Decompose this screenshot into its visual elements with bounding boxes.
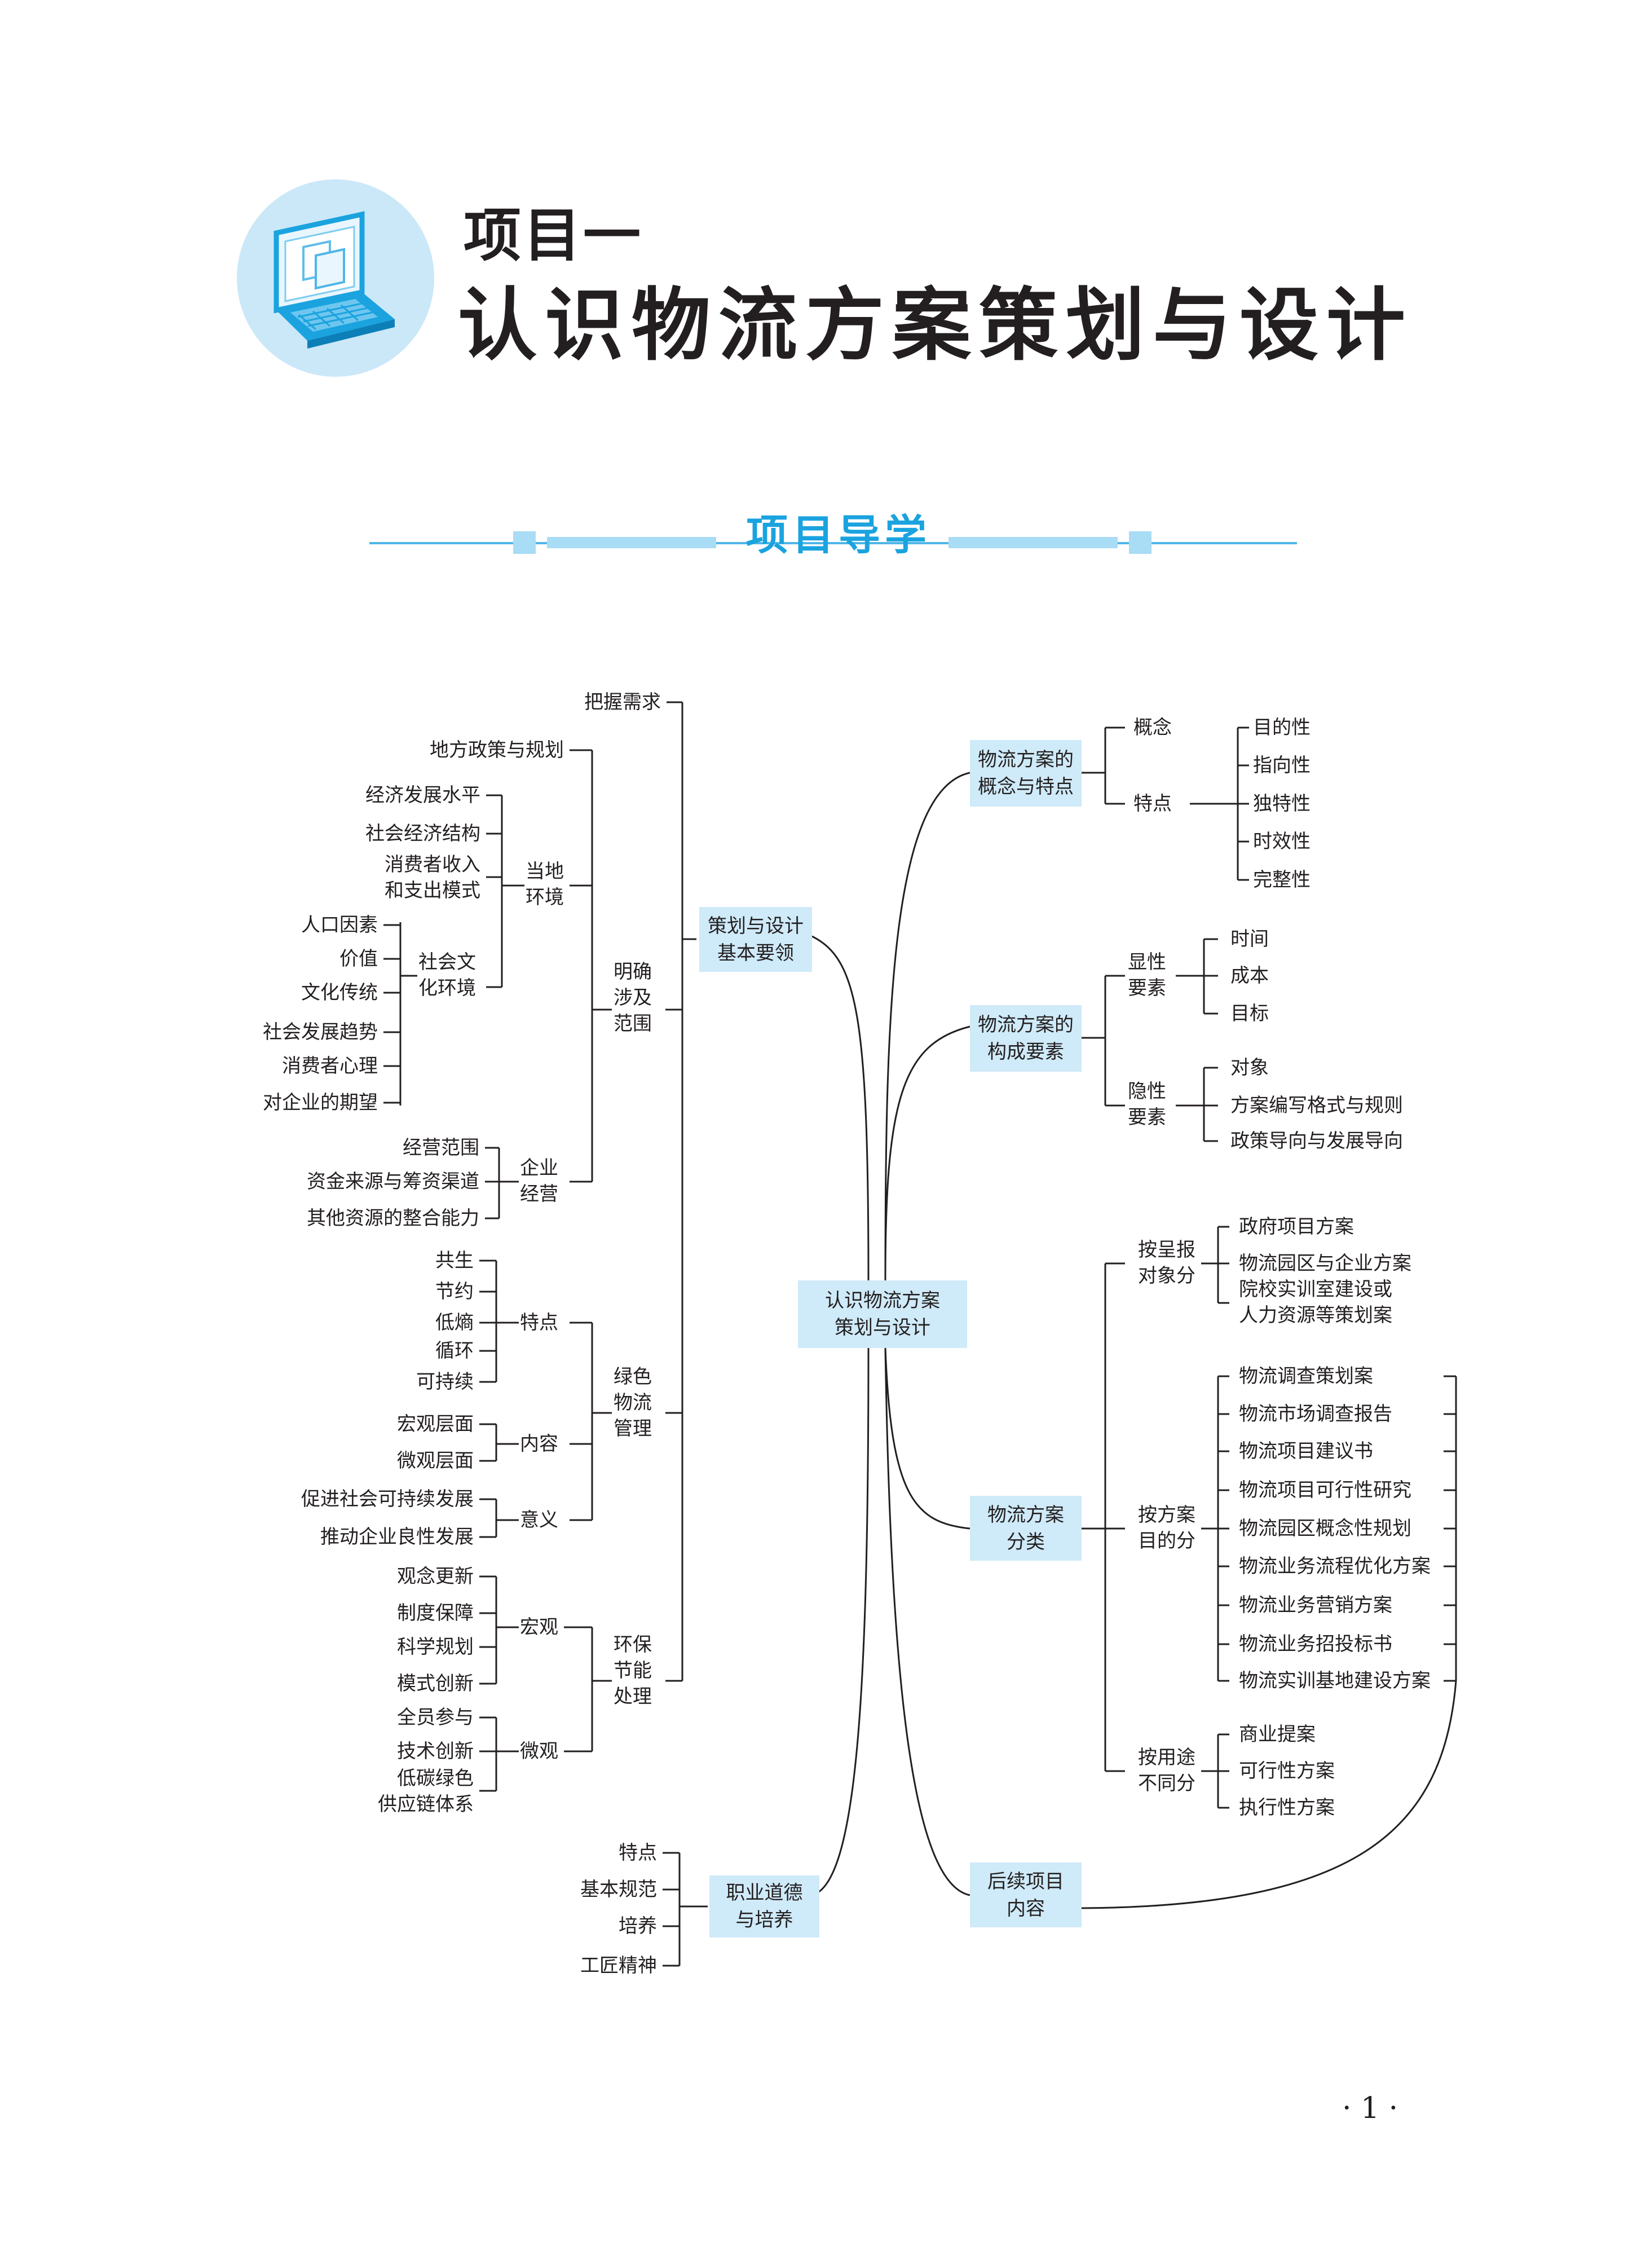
mindmap-node-r1-fenlei: 物流方案分类 xyxy=(970,1496,1082,1561)
mindmap-node-shichang: 物流市场调查报告 xyxy=(1239,1403,1392,1425)
mindmap-node-root: 认识物流方案策划与设计 xyxy=(798,1280,967,1348)
mindmap-node-neirong: 内容 xyxy=(520,1433,558,1455)
mindmap-node-zijin: 资金来源与筹资渠道 xyxy=(307,1170,479,1193)
mindmap-node-shehui-jingji: 社会经济结构 xyxy=(365,822,480,845)
mindmap-node-yingxiao: 物流业务营销方案 xyxy=(1239,1594,1392,1617)
mindmap-node-jiazhi: 价值 xyxy=(339,948,378,970)
mindmap-node-kechixu: 可持续 xyxy=(416,1371,474,1393)
section-heading-rule xyxy=(369,531,1297,554)
mindmap-node-yiyi: 意义 xyxy=(520,1509,558,1531)
mindmap-node-zhidu: 制度保障 xyxy=(397,1602,474,1624)
mindmap-node-lvse: 绿色物流管理 xyxy=(614,1366,652,1440)
mindmap-node-l1-celue: 策划与设计基本要领 xyxy=(699,907,812,972)
mindmap-node-renkou: 人口因素 xyxy=(301,914,378,936)
mindmap-node-dishang: 低熵 xyxy=(435,1311,474,1334)
page-number: · 1 · xyxy=(1342,2091,1398,2125)
mindmap-node-yuanqu-qiye: 物流园区与企业方案 xyxy=(1239,1252,1411,1275)
mindmap-node-dute: 独特性 xyxy=(1253,792,1311,815)
mindmap-node-dangdi: 当地环境 xyxy=(526,860,564,909)
mindmap-node-shixiao: 时效性 xyxy=(1253,830,1311,853)
mindmap-node-qiye: 企业经营 xyxy=(520,1157,558,1205)
mindmap-node-zhengfu: 政府项目方案 xyxy=(1239,1216,1354,1238)
mindmap-node-shehui-qushi: 社会发展趋势 xyxy=(263,1021,378,1043)
project-number: 项目一 xyxy=(464,202,643,270)
mindmap-node-l1-zhiye: 职业道德与培养 xyxy=(709,1875,819,1937)
mindmap-node-gongsheng: 共生 xyxy=(435,1249,474,1272)
mindmap-node-zhaotou: 物流业务招投标书 xyxy=(1239,1633,1392,1655)
mindmap-node-yuanxiao: 院校实训室建设或人力资源等策划案 xyxy=(1239,1278,1392,1327)
mindmap-node-zy-peiyang: 培养 xyxy=(619,1915,657,1937)
mindmap-node-an-mudi: 按方案目的分 xyxy=(1138,1504,1195,1552)
mindmap-node-xunhuan: 循环 xyxy=(435,1340,474,1362)
mindmap-node-xianxing: 显性要素 xyxy=(1128,951,1166,999)
mindmap-node-mingque: 明确涉及范围 xyxy=(614,961,652,1035)
mindmap-node-diaocha-ch: 物流调查策划案 xyxy=(1239,1365,1373,1388)
mindmap-node-shangye: 商业提案 xyxy=(1239,1723,1316,1746)
mindmap-node-duixiang: 对象 xyxy=(1230,1056,1269,1079)
mindmap-node-qita-ziyuan: 其他资源的整合能力 xyxy=(307,1207,479,1230)
mindmap-node-cujin: 促进社会可持续发展 xyxy=(301,1488,474,1510)
mindmap-node-jianyi: 物流项目建议书 xyxy=(1239,1440,1373,1463)
mindmap-node-shixun: 物流实训基地建设方案 xyxy=(1239,1670,1431,1692)
mindmap-node-quanyuan: 全员参与 xyxy=(397,1706,474,1729)
mindmap-node-jingying-fanwei: 经营范围 xyxy=(403,1137,479,1159)
mindmap-node-xiaofei-xinli: 消费者心理 xyxy=(282,1055,378,1077)
mindmap-node-r1-goucheng: 物流方案的构成要素 xyxy=(970,1005,1082,1072)
mindmap-node-wanzheng: 完整性 xyxy=(1253,869,1311,891)
mindmap-node-chengben: 成本 xyxy=(1230,965,1269,987)
mindmap-node-yinxing: 隐性要素 xyxy=(1128,1080,1166,1129)
mindmap-node-gainian: 概念 xyxy=(1133,716,1172,739)
mindmap-node-shijian: 时间 xyxy=(1230,928,1269,950)
project-title: 认识物流方案策划与设计 xyxy=(458,280,1414,372)
mindmap-node-xiaofei-shouru: 消费者收入和支出模式 xyxy=(385,853,480,902)
mindmap-node-zy-guifan: 基本规范 xyxy=(580,1878,657,1901)
mindmap-node-zy-jiangjing: 工匠精神 xyxy=(580,1954,657,1977)
mindmap-node-moshi: 模式创新 xyxy=(397,1672,474,1695)
mindmap-node-bianxie: 方案编写格式与规则 xyxy=(1230,1094,1403,1117)
mindmap-node-weiguan: 微观 xyxy=(520,1740,558,1763)
mindmap-node-jishu: 技术创新 xyxy=(397,1740,474,1763)
mindmap-node-tedian-r: 特点 xyxy=(1133,792,1172,815)
mindmap-node-mubiao: 目标 xyxy=(1230,1002,1269,1025)
mindmap-node-zy-tedian: 特点 xyxy=(619,1842,657,1864)
laptop-icon xyxy=(237,179,434,377)
mindmap-node-cb-duixiang: 按呈报对象分 xyxy=(1138,1239,1195,1287)
mindmap-node-wenhua: 文化传统 xyxy=(301,981,378,1004)
mindmap-node-shehui-wenhua: 社会文化环境 xyxy=(418,951,476,999)
mindmap-node-zhengce: 政策导向与发展导向 xyxy=(1230,1130,1403,1152)
mindmap-node-liucheng: 物流业务流程优化方案 xyxy=(1239,1555,1431,1578)
mindmap-node-difang: 地方政策与规划 xyxy=(430,739,564,761)
mindmap-node-weiguan-cm: 微观层面 xyxy=(397,1450,474,1472)
section-label: 项目导学 xyxy=(746,511,931,560)
mindmap-node-r1-gainian: 物流方案的概念与特点 xyxy=(970,740,1082,807)
mindmap-node-hongguan: 宏观 xyxy=(520,1616,558,1639)
mindmap-node-huanbao: 环保节能处理 xyxy=(614,1633,652,1708)
mindmap-node-jieyue: 节约 xyxy=(435,1280,474,1303)
mindmap-node-zhixiang: 指向性 xyxy=(1253,754,1311,777)
mindmap-node-tuidong: 推动企业良性发展 xyxy=(320,1526,474,1548)
mindmap-node-ditan: 低碳绿色供应链体系 xyxy=(378,1767,474,1816)
mindmap-node-mudi: 目的性 xyxy=(1253,716,1311,739)
mindmap-node-bawo: 把握需求 xyxy=(584,691,661,714)
mindmap-node-guannian: 观念更新 xyxy=(397,1565,474,1588)
mindmap-node-r1-houxu: 后续项目内容 xyxy=(970,1862,1082,1927)
mindmap-node-yuanqu-gn: 物流园区概念性规划 xyxy=(1239,1517,1411,1540)
mindmap-node-tedian-l: 特点 xyxy=(520,1311,558,1334)
mindmap-node-hongguan-cm: 宏观层面 xyxy=(397,1413,474,1435)
mindmap-node-an-yongtu: 按用途不同分 xyxy=(1138,1746,1195,1795)
mindmap-node-kexing-fa: 可行性方案 xyxy=(1239,1760,1335,1782)
mindmap-node-qiwang: 对企业的期望 xyxy=(263,1091,378,1114)
mindmap-node-jingji-fazhan: 经济发展水平 xyxy=(365,784,480,807)
mindmap-node-kexing-yj: 物流项目可行性研究 xyxy=(1239,1479,1411,1501)
mindmap-node-zhixing: 执行性方案 xyxy=(1239,1796,1335,1819)
mindmap-node-kexue: 科学规划 xyxy=(397,1636,474,1658)
